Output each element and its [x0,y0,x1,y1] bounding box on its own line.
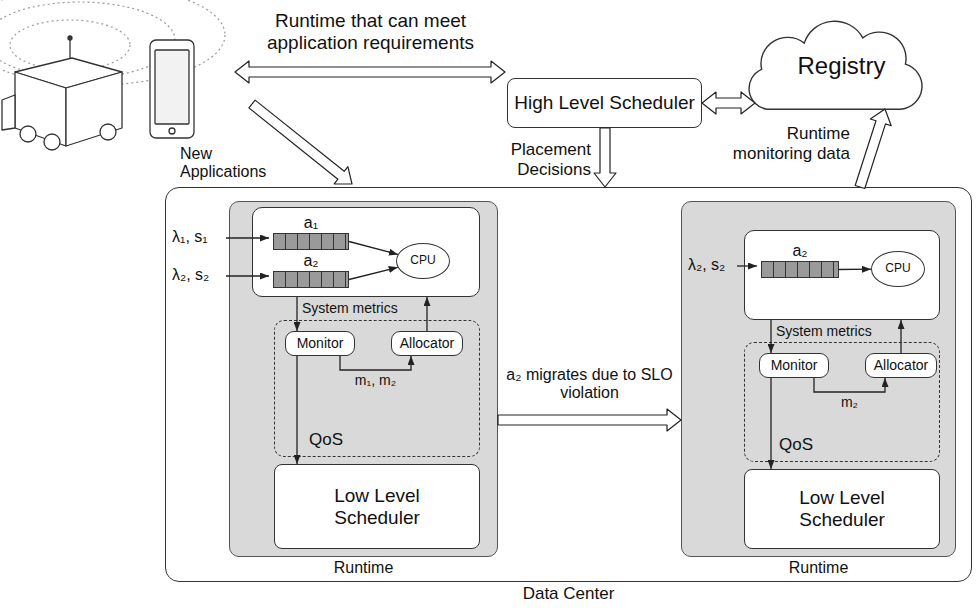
edge-label: m₁, m₂ [355,372,396,388]
node-label: Low Level Scheduler [785,487,899,531]
node-label: QoS [779,435,813,455]
component-box: Allocator [865,353,937,378]
component-box: Allocator [391,331,463,356]
process-box: Low Level Scheduler [744,469,940,549]
arrival-arrow [737,265,757,266]
signal-arrow [349,267,398,279]
arrival-arrow [226,275,269,276]
component-box: Monitor [759,353,829,378]
edge-label: Placement Decisions [491,140,591,179]
system-box: a₁ a₂ CPU [252,207,480,297]
signal-arrow [770,320,771,353]
signal-arrow [349,242,398,255]
flow-arrow [855,109,891,189]
signal-arrow [839,269,871,271]
node-label: High Level Scheduler [512,92,697,114]
request-arrow [235,61,505,83]
flow-arrow [498,409,681,431]
arrival-arrow [226,237,269,238]
edge-label: System metrics [776,323,872,339]
node-label: Data Center [166,584,971,604]
node-label: Monitor [769,357,820,373]
cloud-path [749,21,922,109]
node-label: Registry [795,52,887,80]
signal-arrow [296,356,297,464]
edge-label: a₂ migrates due to SLO violation [505,366,675,403]
node-label: CPU [883,262,912,276]
annotation-label: New Applications [180,145,280,182]
node-label: QoS [309,430,343,450]
signal-arrow [900,320,901,353]
signal-arrow [426,297,427,331]
queue-buffer: a₂ [761,261,839,278]
edge-label: System metrics [302,300,398,316]
arrival-rate-label: λ₁, s₁ [172,228,208,246]
node-label: Monitor [295,335,346,351]
arrival-rate-label: λ₂, s₂ [688,256,725,274]
node-label: Allocator [872,357,930,373]
component-box: Monitor [285,331,355,356]
node-label: Runtime [682,559,955,577]
queue-buffer: a₂ [273,271,349,288]
cpu-ellipse: CPU [871,251,925,287]
signal-arrow [340,356,411,370]
queue-label: a₂ [762,242,838,260]
process-box: Low Level Scheduler [274,464,480,549]
annotation-label: Runtime that can meet application requir… [238,10,503,54]
edge-label: m₂ [841,394,858,410]
qos-group: QoS Monitor Allocator [274,320,480,457]
queue-label: a₂ [274,252,348,270]
node-label: CPU [408,254,437,268]
node-label: Allocator [398,335,456,351]
queue-label: a₁ [274,214,348,232]
process-box: High Level Scheduler [507,78,702,128]
registry-cloud: Registry [735,20,948,125]
flow-arrow [594,128,616,187]
queue-buffer: a₁ [273,233,349,250]
edge-label: Runtime monitoring data [720,124,850,163]
node-label: Low Level Scheduler [320,485,434,529]
runtime-panel: Runtimea₂CPUQoSMonitorAllocatorLow Level… [681,201,956,557]
flow-arrow [702,92,755,114]
arrival-rate-label: λ₂, s₂ [172,266,209,284]
node-label: Runtime [230,559,497,577]
signal-arrow [814,378,885,392]
cpu-ellipse: CPU [396,243,450,279]
signal-arrow [296,297,297,331]
signal-arrow [770,378,771,469]
system-box: a₂ CPU [744,230,940,320]
